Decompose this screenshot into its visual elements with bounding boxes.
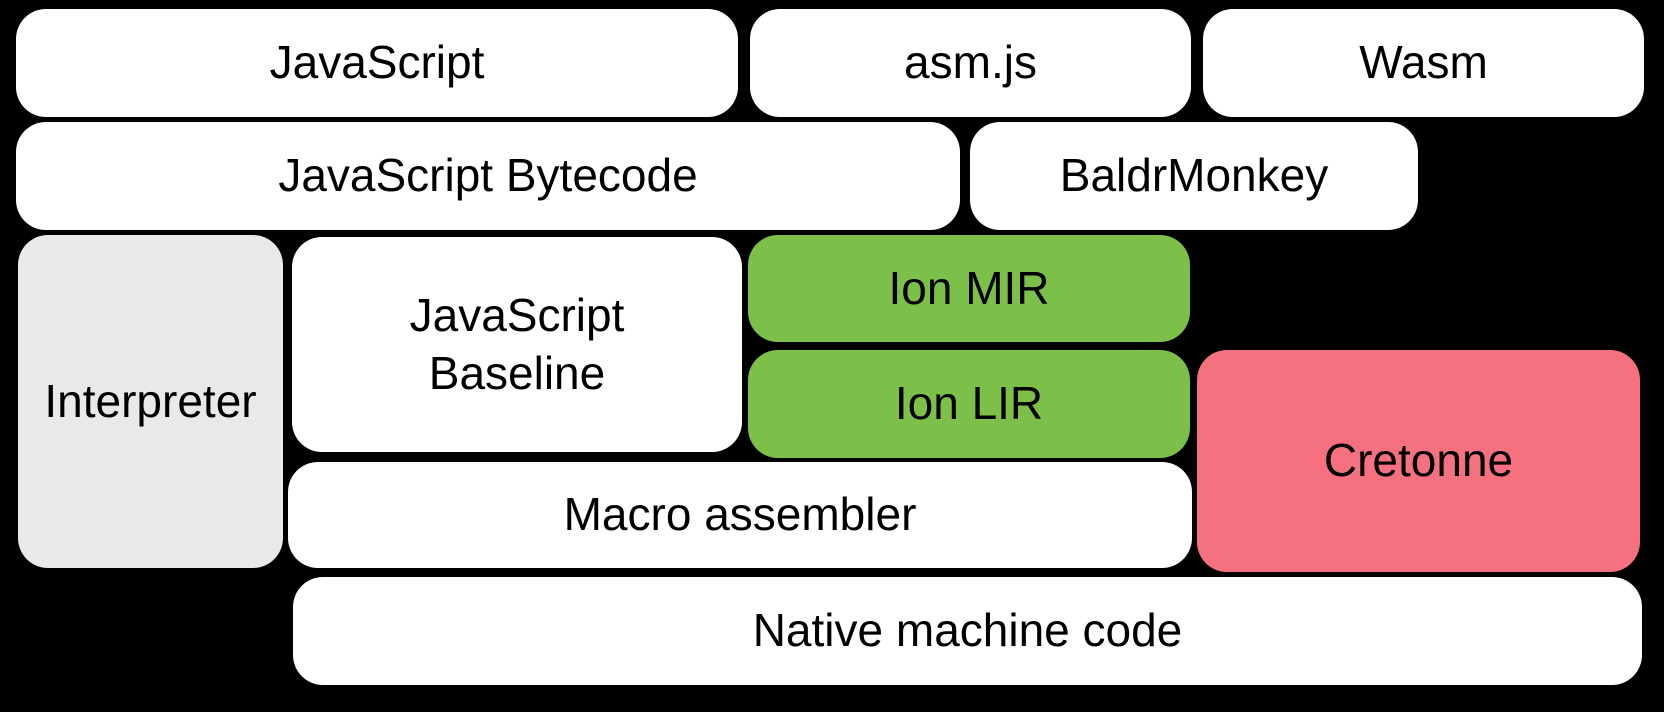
node-macro-assembler: Macro assembler — [288, 462, 1192, 568]
node-javascript-baseline: JavaScript Baseline — [292, 237, 742, 452]
node-ion-lir: Ion LIR — [748, 350, 1190, 458]
node-cretonne: Cretonne — [1197, 350, 1640, 572]
node-wasm: Wasm — [1203, 9, 1644, 117]
node-interpreter: Interpreter — [18, 235, 283, 568]
node-javascript-bytecode: JavaScript Bytecode — [16, 122, 960, 230]
node-javascript: JavaScript — [16, 9, 738, 117]
node-asmjs: asm.js — [750, 9, 1191, 117]
node-baldrmonkey: BaldrMonkey — [970, 122, 1418, 230]
node-native-machine-code: Native machine code — [293, 577, 1642, 685]
node-ion-mir: Ion MIR — [748, 235, 1190, 342]
